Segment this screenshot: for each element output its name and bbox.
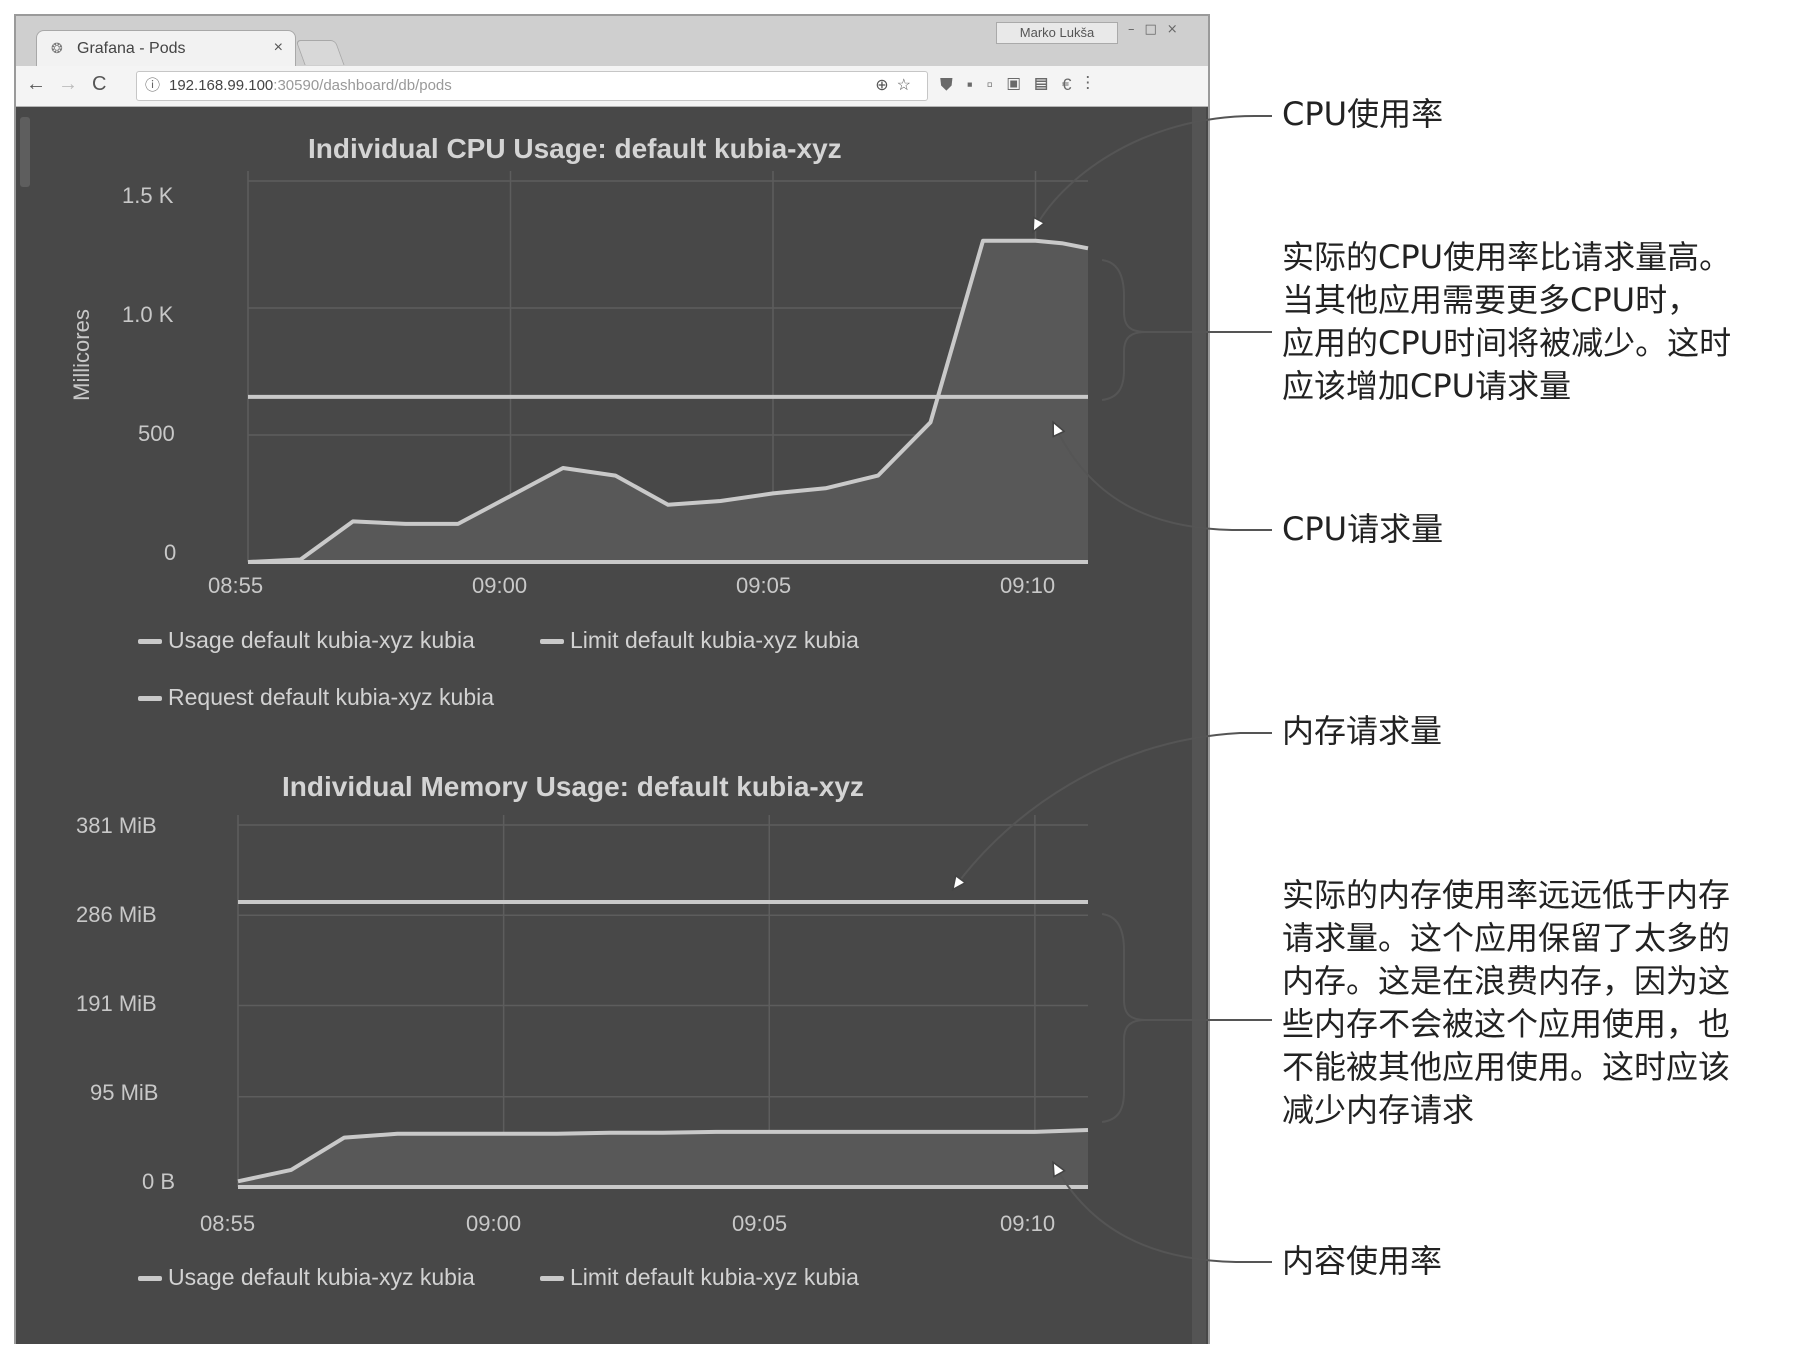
cpu-y-tick: 0 — [164, 540, 177, 565]
url-path: :30590/dashboard/db/pods — [273, 77, 452, 94]
mem-x-tick: 09:00 — [466, 1211, 522, 1236]
extension-icons: ⛊▪▫▣▤€⋮ — [940, 75, 1104, 95]
user-profile-badge[interactable]: Marko Lukša — [996, 22, 1118, 44]
cpu-y-tick: 1.5 K — [122, 183, 174, 208]
annotation-line: 内存。这是在浪费内存，因为这 — [1282, 962, 1731, 1000]
tab-close-icon[interactable]: × — [273, 39, 283, 56]
cpu-legend-request-label: Request default kubia-xyz kubia — [168, 684, 495, 710]
forward-button[interactable]: → — [58, 73, 78, 95]
layers-extension-icon[interactable]: ▤ — [1034, 75, 1063, 94]
menu-kebab-icon[interactable]: ⋮ — [1085, 75, 1104, 94]
sidebar-handle[interactable] — [20, 117, 30, 187]
extension-icon[interactable]: ▪ — [966, 75, 987, 94]
tab-bar: ❂ Grafana - Pods × Marko Lukša –□× — [16, 16, 1208, 67]
new-tab-button[interactable] — [295, 40, 345, 65]
annotation-cpu-high: 实际的CPU使用率比请求量高。 当其他应用需要更多CPU时， 应用的CPU时间将… — [1282, 236, 1731, 408]
memory-plot — [237, 815, 1089, 1189]
annotation-mem-low: 实际的内存使用率远远低于内存 请求量。这个应用保留了太多的 内存。这是在浪费内存… — [1282, 874, 1730, 1132]
address-bar[interactable]: ⓘ 192.168.99.100:30590/dashboard/db/pods… — [136, 71, 928, 101]
annotation-mem-request: 内存请求量 — [1282, 712, 1443, 750]
mem-legend-usage[interactable]: Usage default kubia-xyz kubia — [138, 1264, 475, 1291]
mem-y-tick: 286 MiB — [76, 902, 157, 927]
cpu-usage-area — [248, 240, 1088, 562]
cpu-usage-line — [247, 238, 1089, 564]
annotation-line: 应用的CPU时间将被减少。这时 — [1282, 324, 1732, 362]
minimize-icon[interactable]: – — [1128, 22, 1145, 37]
annotation-cpu-usage: CPU使用率 — [1282, 95, 1444, 133]
legend-swatch — [540, 1276, 564, 1282]
info-icon[interactable]: ⓘ — [145, 77, 161, 94]
mem-legend-usage-label: Usage default kubia-xyz kubia — [168, 1264, 475, 1290]
annotation-line: 减少内存请求 — [1282, 1091, 1475, 1129]
annotation-line: 实际的内存使用率远远低于内存 — [1282, 876, 1731, 914]
mem-y-tick: 381 MiB — [76, 813, 157, 838]
window-controls[interactable]: –□× — [1128, 22, 1188, 37]
grafana-favicon-icon: ❂ — [51, 40, 63, 56]
cpu-y-tick: 1.0 K — [122, 302, 174, 327]
cpu-x-tick: 09:00 — [472, 573, 528, 598]
back-button[interactable]: ← — [26, 73, 46, 95]
legend-swatch — [138, 696, 162, 702]
mem-legend-limit[interactable]: Limit default kubia-xyz kubia — [540, 1264, 859, 1291]
cpu-legend-usage[interactable]: Usage default kubia-xyz kubia — [138, 627, 475, 654]
cpu-x-tick: 09:05 — [736, 573, 792, 598]
close-window-icon[interactable]: × — [1166, 22, 1188, 37]
address-bar-icons: ⊕☆ — [875, 72, 919, 100]
cpu-legend-usage-label: Usage default kubia-xyz kubia — [168, 627, 475, 653]
browser-window: ❂ Grafana - Pods × Marko Lukša –□× ← → C… — [14, 14, 1210, 1344]
cpu-y-tick: 500 — [138, 421, 175, 446]
mem-legend-limit-label: Limit default kubia-xyz kubia — [570, 1264, 859, 1290]
reload-button[interactable]: C — [92, 73, 107, 95]
cpu-plot — [247, 171, 1089, 564]
tab-grafana-pods[interactable]: ❂ Grafana - Pods × — [36, 30, 296, 67]
annotation-mem-usage: 内容使用率 — [1282, 1242, 1443, 1280]
cpu-legend-request[interactable]: Request default kubia-xyz kubia — [138, 684, 494, 711]
tab-title: Grafana - Pods — [77, 40, 186, 57]
shield-extension-icon[interactable]: ⛊ — [940, 75, 967, 94]
mem-usage-line — [237, 1128, 1089, 1184]
annotation-line: 不能被其他应用使用。这时应该 — [1282, 1048, 1731, 1086]
legend-swatch — [138, 1276, 162, 1282]
scrollbar[interactable] — [1192, 107, 1206, 1344]
browser-toolbar: ← → C ⓘ 192.168.99.100:30590/dashboard/d… — [16, 66, 1208, 107]
url-host: 192.168.99.100 — [169, 77, 274, 94]
annotation-line: 些内存不会被这个应用使用，也 — [1282, 1005, 1731, 1043]
annotation-cpu-request: CPU请求量 — [1282, 510, 1444, 548]
bookmark-star-icon[interactable]: ☆ — [896, 77, 919, 94]
euro-extension-icon[interactable]: € — [1062, 75, 1086, 94]
mem-y-tick: 0 B — [142, 1169, 176, 1194]
briefcase-extension-icon[interactable]: ▣ — [1006, 75, 1035, 94]
mem-x-tick: 08:55 — [200, 1211, 256, 1236]
annotation-line: 当其他应用需要更多CPU时， — [1282, 281, 1700, 319]
grafana-dashboard: Individual CPU Usage: default kubia-xyz … — [16, 107, 1208, 1344]
legend-swatch — [540, 639, 564, 645]
cpu-panel-title: Individual CPU Usage: default kubia-xyz — [308, 133, 842, 164]
memory-panel-title: Individual Memory Usage: default kubia-x… — [282, 771, 864, 802]
mem-y-tick: 95 MiB — [90, 1080, 159, 1105]
legend-swatch — [138, 639, 162, 645]
extension-icon[interactable]: ▫ — [986, 75, 1007, 94]
cpu-legend-limit-label: Limit default kubia-xyz kubia — [570, 627, 859, 653]
annotation-line: 应该增加CPU请求量 — [1282, 367, 1572, 405]
annotation-line: 请求量。这个应用保留了太多的 — [1282, 919, 1731, 957]
annotation-line: 实际的CPU使用率比请求量高。 — [1282, 238, 1732, 276]
mem-usage-area — [238, 1130, 1088, 1187]
maximize-icon[interactable]: □ — [1144, 22, 1167, 37]
cpu-legend-limit[interactable]: Limit default kubia-xyz kubia — [540, 627, 859, 654]
cpu-x-tick: 09:10 — [1000, 573, 1056, 598]
mem-y-tick: 191 MiB — [76, 991, 157, 1016]
mem-x-tick: 09:10 — [1000, 1211, 1056, 1236]
url-text: 192.168.99.100:30590/dashboard/db/pods — [169, 72, 452, 100]
cpu-x-tick: 08:55 — [208, 573, 264, 598]
zoom-icon[interactable]: ⊕ — [875, 77, 897, 94]
mem-x-tick: 09:05 — [732, 1211, 788, 1236]
